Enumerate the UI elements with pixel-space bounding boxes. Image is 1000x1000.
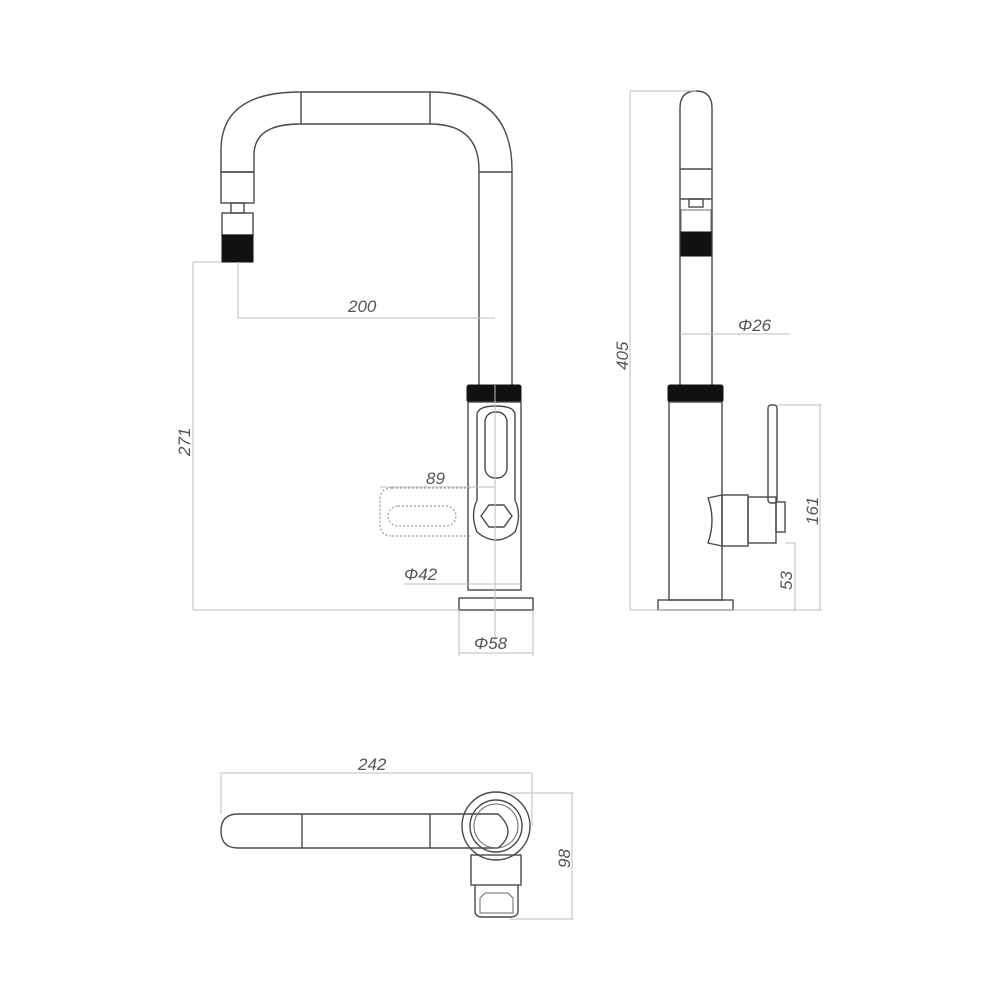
dim-lever-length: 89 bbox=[426, 469, 445, 488]
dim-lever-axis-height: 53 bbox=[777, 571, 796, 590]
side-dimensions: 405 Φ26 161 53 bbox=[613, 90, 822, 611]
dim-top-depth: 98 bbox=[555, 849, 574, 868]
top-dimensions: 242 98 bbox=[220, 755, 574, 920]
dim-base-diameter: Φ58 bbox=[474, 634, 508, 653]
side-view bbox=[657, 90, 786, 611]
dim-spout-diameter: Φ26 bbox=[738, 316, 772, 335]
dim-spout-height: 271 bbox=[175, 428, 194, 457]
dim-overall-height: 405 bbox=[613, 341, 632, 370]
front-dimensions: 200 271 89 Φ42 Φ58 bbox=[175, 261, 534, 656]
dim-lever-height: 161 bbox=[803, 497, 822, 525]
dim-body-diameter: Φ42 bbox=[404, 565, 438, 584]
dim-spout-reach: 200 bbox=[347, 297, 377, 316]
front-view bbox=[220, 91, 534, 640]
top-view bbox=[220, 791, 531, 918]
dim-top-length: 242 bbox=[357, 755, 387, 774]
